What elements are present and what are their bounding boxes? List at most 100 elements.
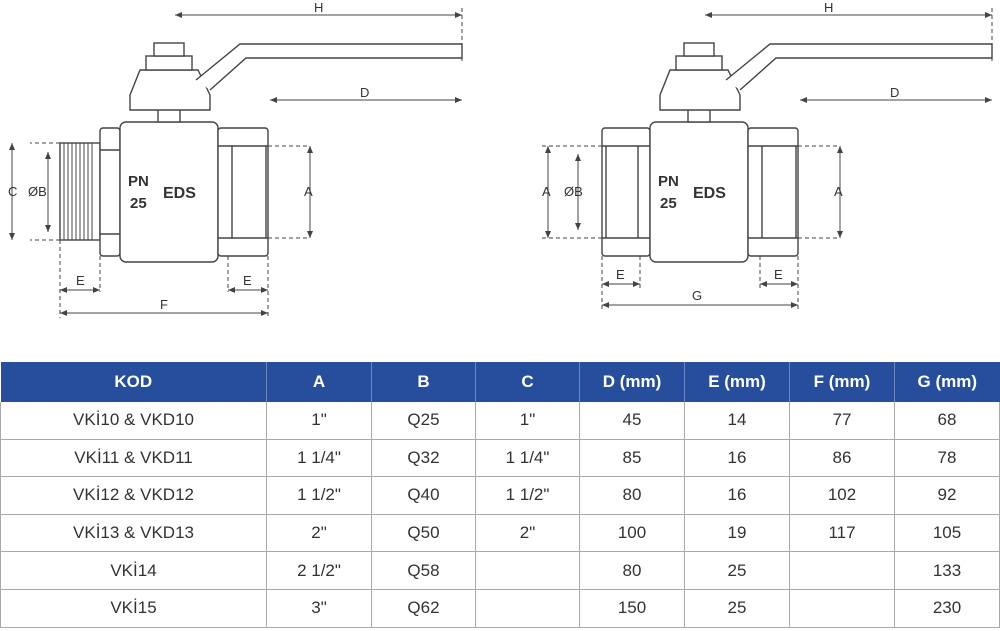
dim-b-right: ØB [564, 184, 583, 199]
cell-c: 1 1/2" [475, 476, 580, 515]
col-header-a: A [266, 362, 372, 402]
cell-a: 2 1/2" [266, 551, 372, 590]
hex-left [99, 127, 121, 257]
table-header-row: KOD A B C D (mm) E (mm) F (mm) G (mm) [0, 362, 1000, 402]
cell-g: 105 [894, 514, 1000, 553]
hex-left-right-valve [601, 127, 651, 257]
cell-b: Q25 [371, 402, 476, 440]
cell-f: 102 [789, 476, 895, 515]
dim-a2-right: A [834, 184, 843, 199]
cell-f [789, 551, 895, 590]
dim-a-left: A [304, 184, 313, 199]
col-header-g: G (mm) [894, 362, 1000, 402]
dim-e2-right: E [774, 267, 783, 282]
cell-f: 86 [789, 439, 895, 478]
table-row: VKİ15 3" Q62 150 25 230 [0, 589, 1000, 628]
dim-c-left: C [8, 184, 17, 199]
cell-kod: VKİ10 & VKD10 [0, 402, 267, 440]
dim-e2-left: E [243, 273, 252, 288]
cell-b: Q40 [371, 476, 476, 515]
technical-drawing: PN 25 EDS H D C ØB A E E F [8, 0, 993, 318]
dim-d-right: D [890, 85, 899, 100]
cell-d: 85 [579, 439, 685, 478]
cell-c [475, 551, 580, 590]
dim-e1-left: E [76, 273, 85, 288]
cell-a: 1" [266, 402, 372, 440]
col-header-f: F (mm) [789, 362, 895, 402]
logo-right: EDS [693, 185, 726, 202]
table-row: VKİ14 2 1/2" Q58 80 25 133 [0, 551, 1000, 590]
valve-male-female [59, 42, 463, 263]
cell-c: 1" [475, 402, 580, 440]
cell-b: Q62 [371, 589, 476, 628]
col-header-b: B [371, 362, 476, 402]
dimensions-right [540, 8, 993, 310]
dim-h-left: H [314, 0, 323, 15]
handle-hub-right [659, 69, 741, 111]
cell-c: 1 1/4" [475, 439, 580, 478]
dim-g-right: G [692, 288, 702, 303]
cell-e: 19 [684, 514, 790, 553]
pn-value-left: 25 [130, 195, 147, 212]
cell-d: 150 [579, 589, 685, 628]
pn-label-right: PN [658, 173, 679, 190]
logo-left: EDS [163, 185, 196, 202]
cell-c: 2" [475, 514, 580, 553]
dim-d-left: D [360, 85, 369, 100]
cell-e: 16 [684, 439, 790, 478]
cell-a: 1 1/4" [266, 439, 372, 478]
cell-a: 3" [266, 589, 372, 628]
lever [195, 43, 463, 91]
cell-kod: VKİ13 & VKD13 [0, 514, 267, 553]
dim-a1-right: A [542, 184, 551, 199]
cell-g: 78 [894, 439, 1000, 478]
cell-g: 230 [894, 589, 1000, 628]
cell-e: 25 [684, 551, 790, 590]
cell-d: 100 [579, 514, 685, 553]
cell-b: Q58 [371, 551, 476, 590]
cell-kod: VKİ12 & VKD12 [0, 476, 267, 515]
thread-lines [63, 143, 93, 240]
cell-a: 2" [266, 514, 372, 553]
dim-e1-right: E [616, 267, 625, 282]
table-row: VKİ13 & VKD13 2" Q50 2" 100 19 117 105 [0, 514, 1000, 553]
cell-g: 68 [894, 402, 1000, 440]
hex-right [217, 127, 269, 257]
col-header-c: C [475, 362, 580, 402]
col-header-e: E (mm) [684, 362, 790, 402]
cell-kod: VKİ11 & VKD11 [0, 439, 267, 478]
cell-b: Q50 [371, 514, 476, 553]
table-row: VKİ10 & VKD10 1" Q25 1" 45 14 77 68 [0, 402, 1000, 440]
cell-e: 14 [684, 402, 790, 440]
spec-table: KOD A B C D (mm) E (mm) F (mm) G (mm) VK… [0, 362, 1000, 628]
col-header-kod: KOD [0, 362, 267, 402]
valve-female-female [601, 42, 993, 263]
cell-a: 1 1/2" [266, 476, 372, 515]
cell-d: 80 [579, 476, 685, 515]
cell-e: 16 [684, 476, 790, 515]
table-row: VKİ12 & VKD12 1 1/2" Q40 1 1/2" 80 16 10… [0, 476, 1000, 515]
cell-kod: VKİ14 [0, 551, 267, 590]
dim-h-right: H [824, 0, 833, 15]
cell-g: 133 [894, 551, 1000, 590]
cell-f: 77 [789, 402, 895, 440]
cell-f: 117 [789, 514, 895, 553]
cell-e: 25 [684, 589, 790, 628]
cell-c [475, 589, 580, 628]
cell-b: Q32 [371, 439, 476, 478]
cell-g: 92 [894, 476, 1000, 515]
table-row: VKİ11 & VKD11 1 1/4" Q32 1 1/4" 85 16 86… [0, 439, 1000, 478]
dim-f-left: F [160, 297, 168, 312]
dimensions-left [9, 8, 463, 318]
dim-b-left: ØB [28, 184, 47, 199]
hex-right-right-valve [747, 127, 799, 257]
cell-f [789, 589, 895, 628]
lever-right [725, 43, 993, 91]
handle-hub [129, 69, 211, 111]
cell-d: 45 [579, 402, 685, 440]
pn-value-right: 25 [660, 195, 677, 212]
col-header-d: D (mm) [579, 362, 685, 402]
cell-kod: VKİ15 [0, 589, 267, 628]
cell-d: 80 [579, 551, 685, 590]
pn-label-left: PN [128, 173, 149, 190]
